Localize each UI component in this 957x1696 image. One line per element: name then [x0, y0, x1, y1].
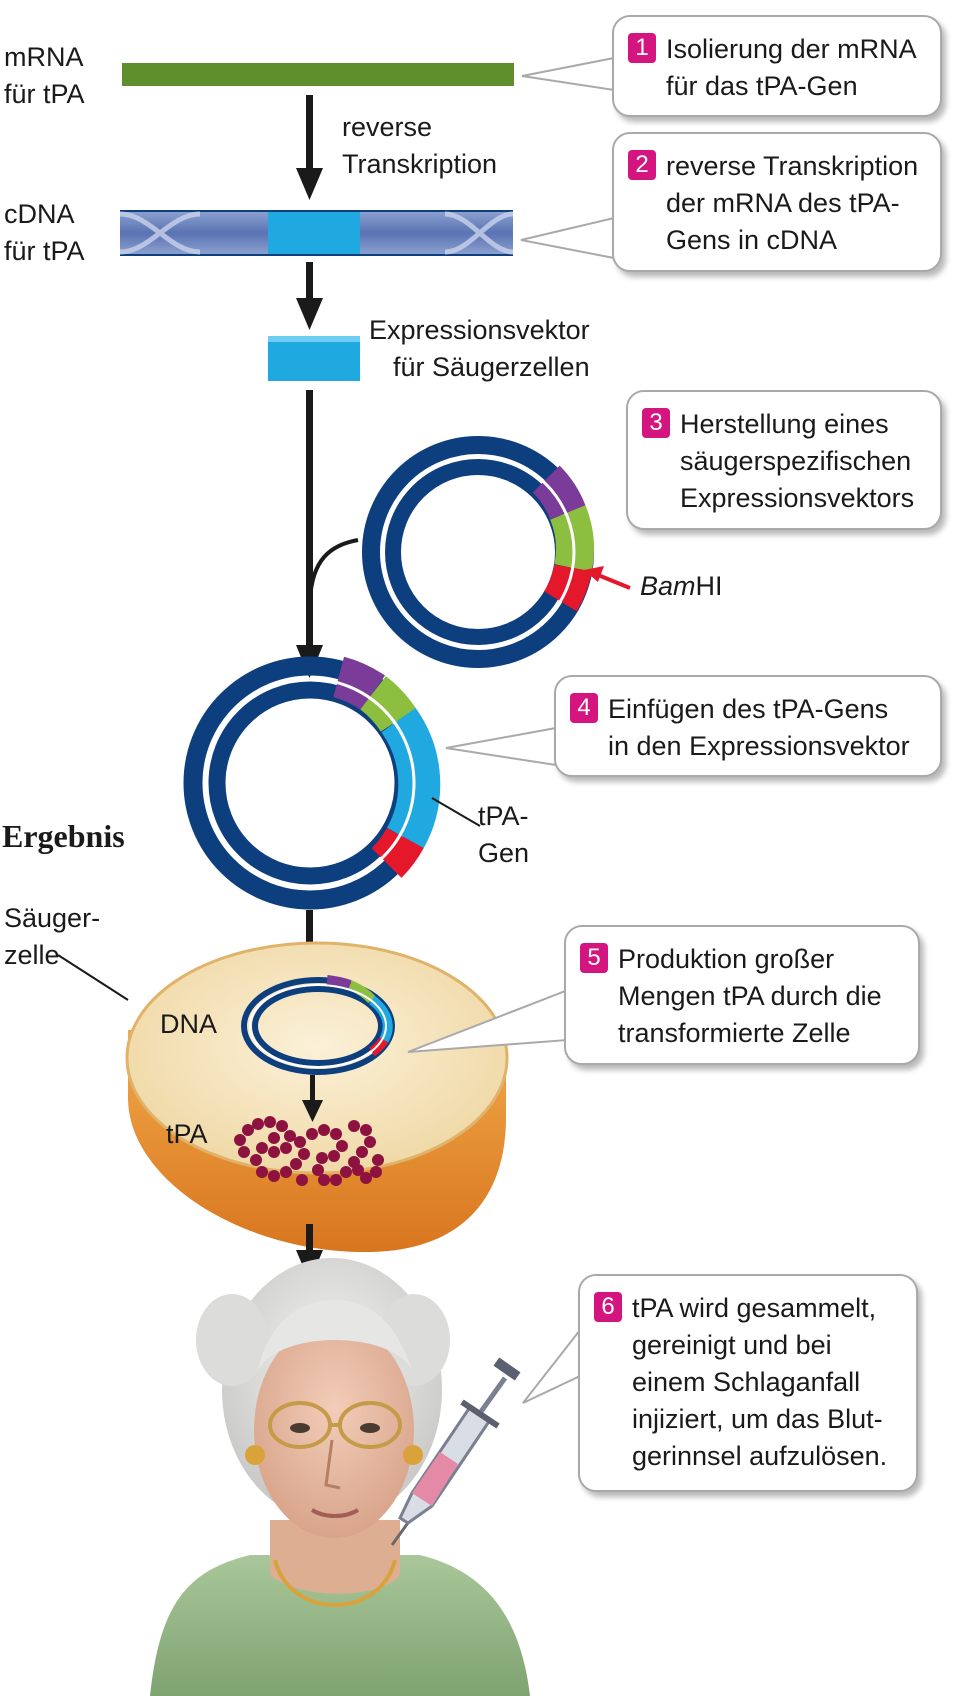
syringe-icon: [390, 1357, 521, 1546]
step-number-badge: 3: [642, 408, 670, 438]
plasmid-segments: [532, 465, 594, 612]
step-number-badge: 4: [570, 693, 598, 723]
step-number-badge: 2: [628, 150, 656, 180]
cdna-double-strand: [119, 210, 514, 256]
plasmid-in-cell: [241, 975, 395, 1075]
dna-label: DNA: [160, 1009, 218, 1039]
tpa-label: tPA: [166, 1119, 208, 1149]
arrow-down-icon: [296, 390, 359, 678]
saeugerzelle-label: Säuger-zelle: [4, 903, 101, 970]
arrow-down-icon: [302, 1075, 323, 1122]
expression-vector-block: [268, 336, 360, 381]
bamhi-pointer-arrow: [584, 566, 631, 590]
plasmid-recombinant: [183, 656, 441, 910]
bamhi-label: BamHI: [640, 571, 723, 601]
tpa-gen-label: tPA-Gen: [478, 801, 530, 868]
arrow-down-icon: [296, 262, 323, 330]
callout-pointers: [407, 56, 615, 1404]
mammal-cell: [57, 941, 509, 1253]
step-number-badge: 5: [580, 943, 608, 973]
plasmid-vector: [362, 436, 594, 668]
arrow-down-icon: [296, 95, 323, 200]
mrna-strand: [122, 63, 514, 86]
step-number-badge: 6: [594, 1292, 622, 1322]
step-number-badge: 1: [628, 33, 656, 63]
tpa-gen-leader-line: [431, 797, 481, 827]
woman-patient-illustration: [150, 1258, 530, 1696]
tpa-protein-beads: [234, 1116, 384, 1186]
tpa-gene-segment: [268, 212, 360, 254]
ergebnis-heading: Ergebnis: [2, 818, 125, 854]
